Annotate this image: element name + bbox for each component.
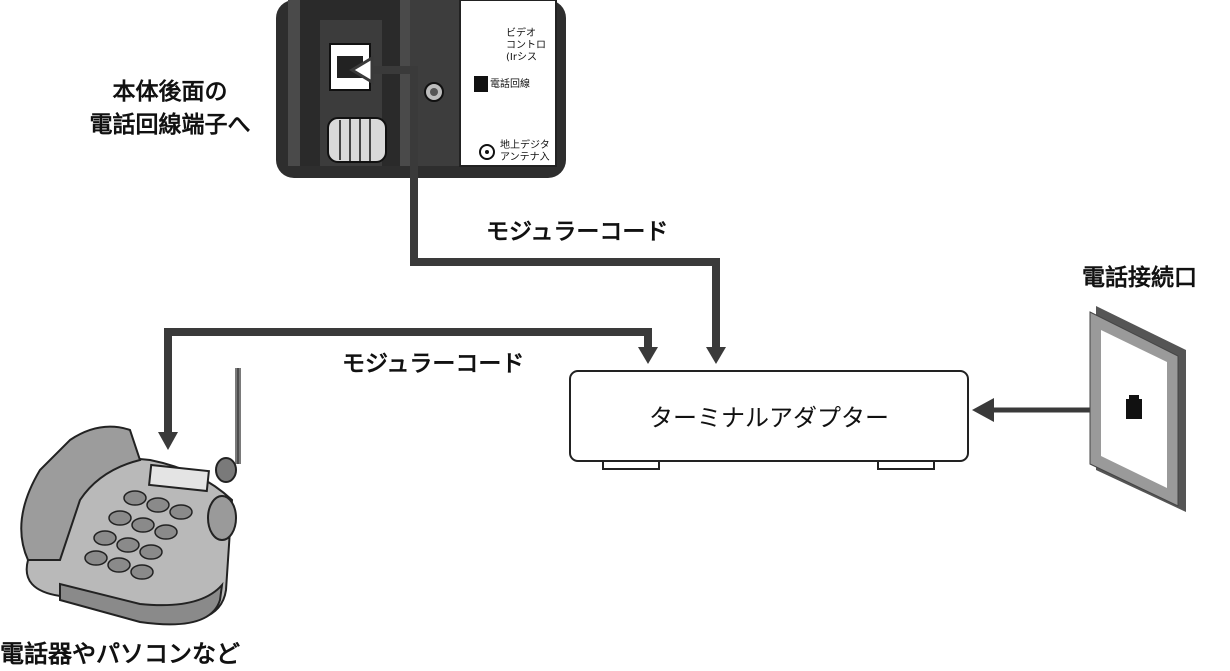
cable-top-label: モジュラーコード <box>486 219 669 245</box>
cable-arrow-into-adapter <box>706 347 726 364</box>
panel-antenna-line2: アンテナ入 <box>500 152 550 163</box>
rear-panel-label-line2: 電話回線端子へ <box>89 112 251 138</box>
terminal-adapter-box <box>569 370 969 470</box>
panel-tel-label: 電話回線 <box>490 79 530 90</box>
modular-cable-top <box>362 66 720 355</box>
rear-panel-label: 本体後面の 電話回線端子へ <box>60 76 280 142</box>
cable-left-label: モジュラーコード <box>342 351 525 377</box>
wall-socket-icon <box>1089 306 1186 512</box>
cable-arrow-into-panel <box>349 55 374 85</box>
panel-antenna-label: 地上デジタ アンテナ入 <box>500 140 550 164</box>
terminal-adapter-label: ターミナルアダプター <box>649 403 889 432</box>
rear-panel-illustration <box>276 0 566 178</box>
panel-video-label: ビデオ コントロ (Irシス <box>506 28 546 64</box>
antenna-connector-icon <box>327 117 387 163</box>
panel-video-line3: (Irシス <box>506 52 537 63</box>
wall-jack-label: 電話接続口 <box>1082 265 1197 291</box>
cable-arrow-into-phone <box>158 432 178 450</box>
panel-video-line2: コントロ <box>506 40 546 51</box>
phone-label: 電話器やパソコンなど <box>0 640 240 668</box>
modular-cable-left <box>164 328 652 436</box>
panel-video-line1: ビデオ <box>506 28 536 39</box>
cable-arrow-into-adapter-2 <box>638 347 658 364</box>
telephone-icon <box>20 368 241 626</box>
panel-antenna-line1: 地上デジタ <box>500 140 550 151</box>
rear-panel-label-line1: 本体後面の <box>112 79 228 105</box>
